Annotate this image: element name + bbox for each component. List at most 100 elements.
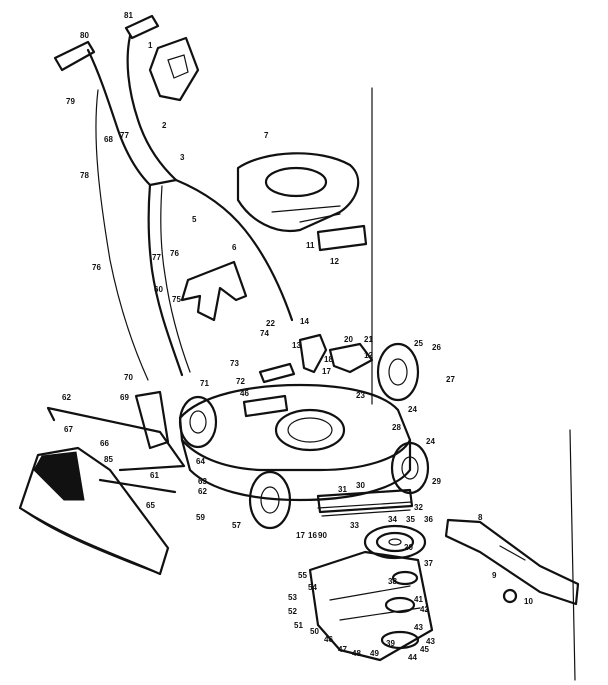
callout-label: 5 [192, 215, 197, 224]
callout-label: 54 [308, 583, 317, 592]
callout-label: 36 [424, 515, 433, 524]
callout-label: 52 [288, 607, 297, 616]
callout-label: 76 [92, 263, 101, 272]
callout-label: 67 [64, 425, 73, 434]
callout-label: 69 [120, 393, 129, 402]
callout-label: 46 [240, 389, 249, 398]
callout-label: 72 [236, 377, 245, 386]
callout-label: 43 [414, 623, 423, 632]
callout-label: 14 [300, 317, 309, 326]
callout-label: 24 [426, 437, 435, 446]
callout-label: 48 [352, 649, 361, 658]
callout-label: 64 [196, 457, 205, 466]
deflector-spring-bar [316, 488, 414, 514]
callout-label: 12 [364, 351, 373, 360]
callout-label: 39 [386, 639, 395, 648]
callout-label: 42 [420, 605, 429, 614]
callout-label: 78 [80, 171, 89, 180]
callout-label: 17 [322, 367, 331, 376]
callout-label: 38 [388, 577, 397, 586]
callout-label: 70 [124, 373, 133, 382]
callout-label: 28 [392, 423, 401, 432]
callout-label: 46 [324, 635, 333, 644]
callout-label: 80 [80, 31, 89, 40]
callout-label: 79 [66, 97, 75, 106]
callout-label: 23 [356, 391, 365, 400]
callout-label: 22 [266, 319, 275, 328]
catcher-frame [46, 406, 186, 494]
upper-handle-right [126, 34, 178, 182]
handle-control-box [148, 36, 200, 102]
callout-label: 73 [230, 359, 239, 368]
callout-label: 7 [264, 131, 269, 140]
callout-label: 32 [414, 503, 423, 512]
callout-label: 27 [446, 375, 455, 384]
callout-label: 62 [62, 393, 71, 402]
callout-label: 21 [364, 335, 373, 344]
callout-label: 9 [492, 571, 497, 580]
callout-label: 76 [170, 249, 179, 258]
callout-label: 47 [338, 645, 347, 654]
guard-bracket [180, 260, 248, 322]
callout-label: 25 [414, 339, 423, 348]
callout-label: 29 [432, 477, 441, 486]
blade-bolt [502, 588, 518, 604]
grass-catcher-bag [18, 446, 170, 576]
callout-label: 77 [120, 131, 129, 140]
adjuster-link [258, 362, 296, 384]
callout-label: 37 [424, 559, 433, 568]
callout-label: 81 [124, 11, 133, 20]
callout-label: 75 [172, 295, 181, 304]
callout-label: 57 [232, 521, 241, 530]
callout-label: 24 [408, 405, 417, 414]
engine-cover [236, 152, 360, 233]
callout-label: 63 [198, 477, 207, 486]
catcher-side-plate [134, 390, 170, 450]
callout-label: 53 [288, 593, 297, 602]
callout-label: 2 [162, 121, 167, 130]
cutter-blade [444, 518, 580, 606]
callout-label: 59 [196, 513, 205, 522]
right-hand-grip [124, 14, 160, 40]
lower-handle-right [174, 178, 294, 322]
callout-labels: 81 80 1 79 68 77 2 3 78 7 5 6 11 12 76 7… [62, 11, 533, 662]
callout-label: 55 [298, 571, 307, 580]
callout-label: 49 [370, 649, 379, 658]
callout-label: 20 [404, 543, 413, 552]
callout-label: 20 [344, 335, 353, 344]
wheel-rear-left [178, 395, 218, 449]
callout-label: 3 [180, 153, 185, 162]
mower-deck [178, 383, 412, 502]
decal-plate [316, 224, 368, 252]
callout-label: 8 [478, 513, 483, 522]
reference-line-2 [569, 429, 576, 681]
transmission-base-plate [308, 550, 434, 662]
lower-handle-left [147, 183, 184, 377]
control-cable [95, 89, 149, 381]
callout-label: 85 [104, 455, 113, 464]
wheel-adjuster-bracket [298, 333, 328, 374]
upper-handle-left [86, 48, 152, 187]
callout-label: 34 [388, 515, 397, 524]
callout-label: 41 [414, 595, 423, 604]
callout-label: 66 [100, 439, 109, 448]
callout-label: 1 [148, 41, 153, 50]
callout-label: 61 [150, 471, 159, 480]
callout-label: 31 [338, 485, 347, 494]
callout-label: 45 [420, 645, 429, 654]
handle-crossbar [148, 178, 178, 187]
handle-assembly [53, 14, 294, 381]
callout-label: 68 [104, 135, 113, 144]
wheel-front-left [248, 470, 292, 530]
left-hand-grip [53, 40, 96, 72]
callout-label: 6 [232, 243, 237, 252]
drive-pulley-assembly [363, 524, 427, 614]
callout-label: 18 [324, 355, 333, 364]
callout-label: 16 [308, 531, 317, 540]
callout-label: 71 [200, 379, 209, 388]
callout-label: 51 [294, 621, 303, 630]
lower-handle-inner [160, 185, 191, 373]
callout-label: 12 [330, 257, 339, 266]
callout-label: 30 [356, 481, 365, 490]
